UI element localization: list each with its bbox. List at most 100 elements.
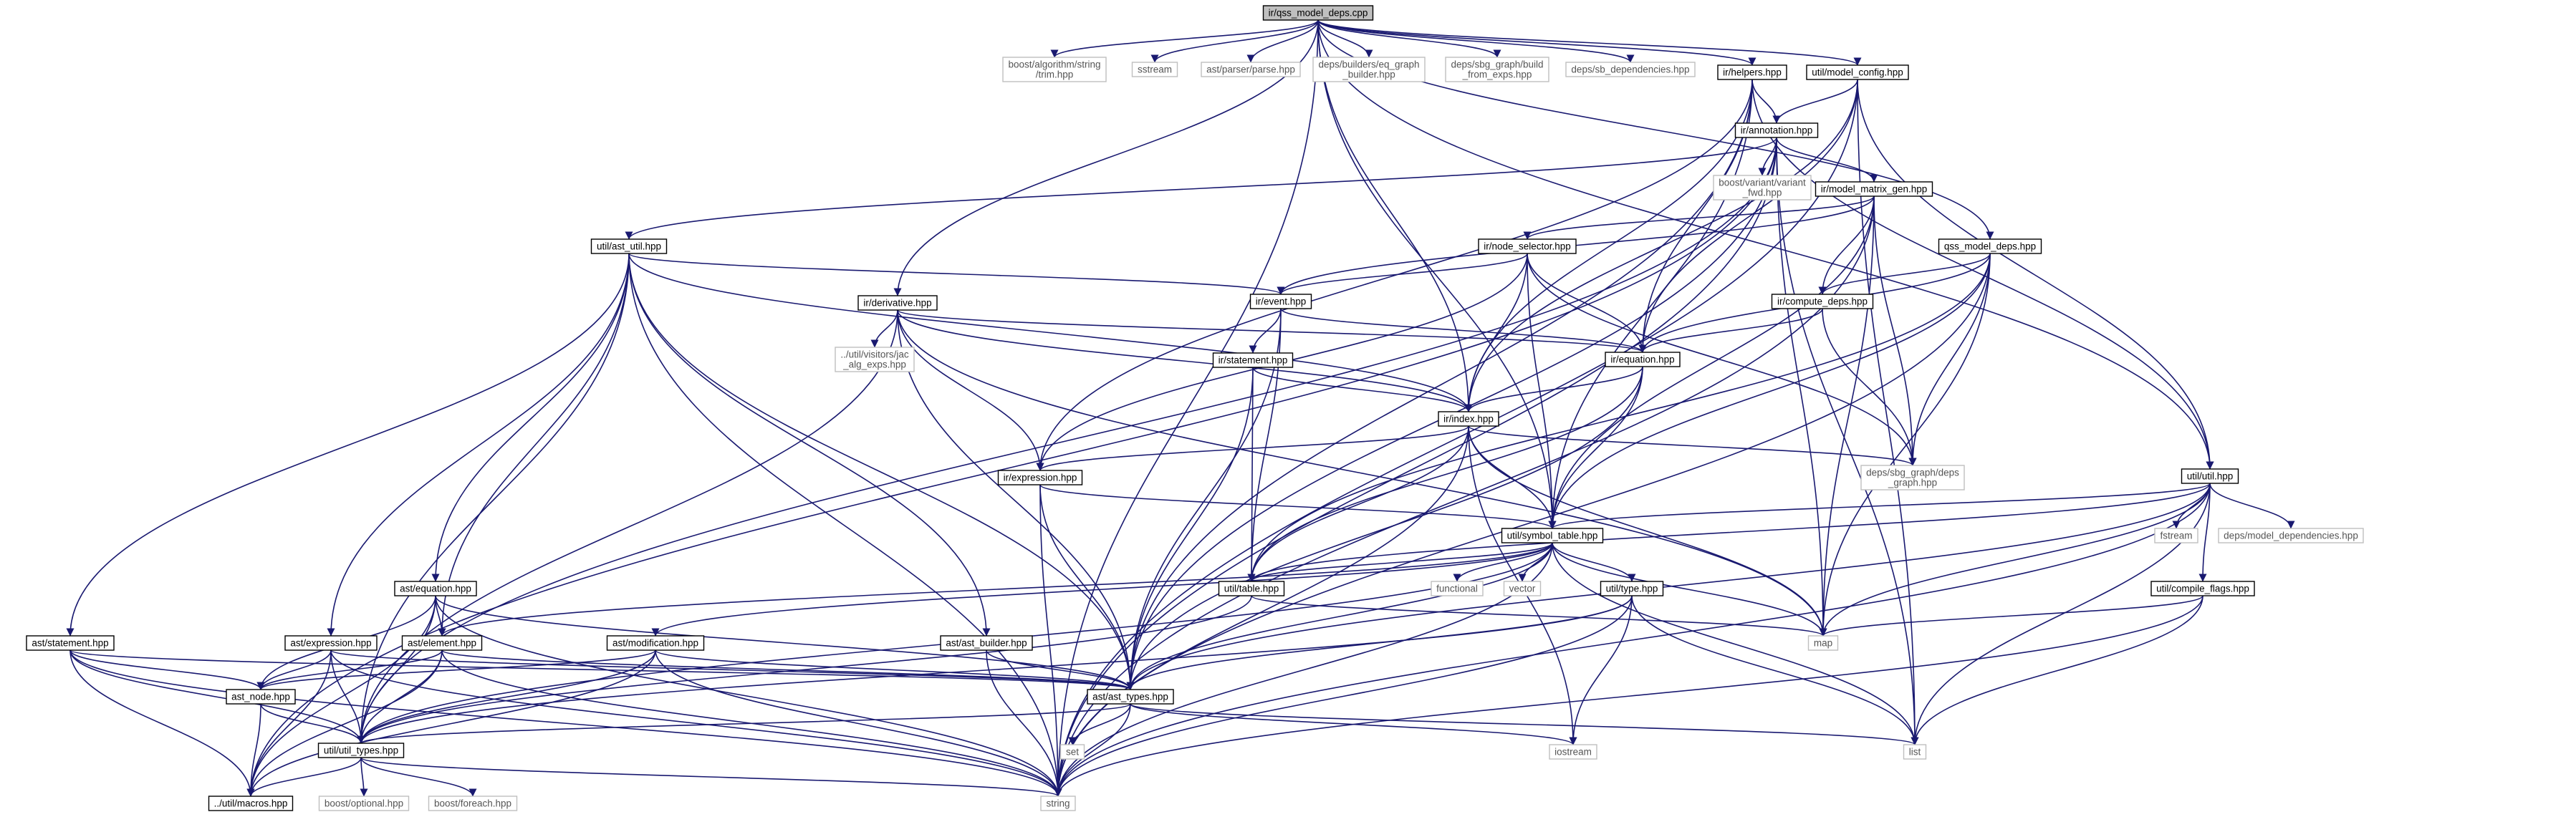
node-equation_ir[interactable]: ir/equation.hpp bbox=[1605, 352, 1681, 367]
node-box-statement_ast[interactable] bbox=[26, 635, 115, 651]
node-typehpp[interactable]: util/type.hpp bbox=[1600, 581, 1664, 596]
node-box-utiltypes[interactable] bbox=[317, 743, 405, 758]
edge-asttypes-to-utiltypes bbox=[357, 703, 1131, 744]
edge-qssdeps-to-symtable bbox=[1548, 253, 1991, 529]
node-label-statement_ir: ir/statement.hpp bbox=[1219, 355, 1288, 366]
node-box-event[interactable] bbox=[1249, 294, 1312, 309]
node-box-nodeselector[interactable] bbox=[1478, 238, 1577, 254]
node-box-index[interactable] bbox=[1438, 411, 1499, 427]
node-computedeps[interactable]: ir/compute_deps.hpp bbox=[1771, 294, 1874, 309]
edge-root-to-eqgraph bbox=[1317, 19, 1373, 58]
node-matrixgen[interactable]: ir/model_matrix_gen.hpp bbox=[1815, 181, 1933, 197]
node-label-helpers: ir/helpers.hpp bbox=[1723, 67, 1782, 78]
node-box-computedeps[interactable] bbox=[1771, 294, 1874, 309]
node-event[interactable]: ir/event.hpp bbox=[1249, 294, 1312, 309]
edge-typehpp-to-string bbox=[1054, 595, 1633, 797]
node-element[interactable]: ast/element.hpp bbox=[401, 635, 483, 651]
node-box-modeldeps bbox=[2218, 528, 2364, 543]
node-index[interactable]: ir/index.hpp bbox=[1438, 411, 1499, 427]
node-label-iostream: iostream bbox=[1554, 747, 1592, 758]
node-root[interactable]: ir/qss_model_deps.cpp bbox=[1262, 5, 1374, 21]
node-box-astbuilder[interactable] bbox=[940, 635, 1033, 651]
edge-computedeps-to-equation_ir bbox=[1638, 308, 1823, 353]
node-equation_ast[interactable]: ast/equation.hpp bbox=[394, 581, 477, 596]
node-box-vector bbox=[1503, 581, 1542, 596]
edge-modification-to-utiltypes bbox=[357, 649, 656, 744]
node-box-annotation[interactable] bbox=[1734, 122, 1819, 138]
node-nodeselector[interactable]: ir/node_selector.hpp bbox=[1478, 238, 1577, 254]
edge-qssdeps-to-sbggraph bbox=[1908, 253, 1991, 466]
edge-statement_ir-to-index bbox=[1252, 367, 1473, 412]
edge-root-to-index bbox=[1317, 19, 1473, 412]
node-macros[interactable]: ../util/macros.hpp bbox=[208, 796, 294, 811]
node-box-equation_ast[interactable] bbox=[394, 581, 477, 596]
edge-modelconfig-to-equation_ir bbox=[1638, 79, 1858, 353]
edge-utiltypes-to-string bbox=[360, 757, 1062, 797]
node-box-astnode[interactable] bbox=[226, 689, 296, 705]
node-box-statement_ir[interactable] bbox=[1212, 352, 1294, 368]
node-box-asttypes[interactable] bbox=[1087, 689, 1174, 705]
node-label-optional: boost/optional.hpp bbox=[325, 798, 403, 809]
node-derivative[interactable]: ir/derivative.hpp bbox=[857, 295, 938, 311]
node-astnode[interactable]: ast_node.hpp bbox=[226, 689, 296, 705]
edge-table-to-map bbox=[1251, 595, 1827, 637]
edge-expression_ir-to-string bbox=[1039, 484, 1062, 797]
edge-symtable-to-map bbox=[1552, 542, 1827, 637]
edge-utilhpp-to-compileflags bbox=[2198, 483, 2211, 582]
node-label-trim: boost/algorithm/string bbox=[1008, 59, 1100, 70]
node-box-element[interactable] bbox=[401, 635, 483, 651]
node-table[interactable]: util/table.hpp bbox=[1218, 581, 1285, 596]
node-box-macros[interactable] bbox=[208, 796, 294, 811]
node-astbuilder[interactable]: ast/ast_builder.hpp bbox=[940, 635, 1033, 651]
node-utilhpp[interactable]: util/util.hpp bbox=[2181, 468, 2239, 484]
edge-table-to-utiltypes bbox=[357, 595, 1252, 744]
node-box-modelconfig[interactable] bbox=[1806, 64, 1909, 80]
edge-index-to-map bbox=[1468, 425, 1827, 637]
node-box-utilhpp[interactable] bbox=[2181, 468, 2239, 484]
node-box-helpers[interactable] bbox=[1717, 64, 1787, 80]
edge-asttypes-to-list bbox=[1130, 703, 1919, 745]
node-label-utiltypes: util/util_types.hpp bbox=[324, 745, 398, 756]
node-box-root[interactable] bbox=[1262, 5, 1374, 21]
node-box-compileflags[interactable] bbox=[2150, 581, 2255, 596]
node-compileflags[interactable]: util/compile_flags.hpp bbox=[2150, 581, 2255, 596]
edge-statement_ast-to-macros bbox=[69, 649, 255, 797]
node-astutil[interactable]: util/ast_util.hpp bbox=[590, 238, 668, 254]
edge-event-to-asttypes bbox=[1126, 308, 1282, 690]
node-box-expression_ast[interactable] bbox=[284, 635, 378, 651]
node-label-symtable: util/symbol_table.hpp bbox=[1507, 531, 1598, 541]
node-box-astutil[interactable] bbox=[590, 238, 668, 254]
node-qssdeps[interactable]: qss_model_deps.hpp bbox=[1938, 238, 2042, 254]
node-modification[interactable]: ast/modification.hpp bbox=[606, 635, 705, 651]
edge-astutil-to-event bbox=[628, 253, 1285, 295]
node-box-qssdeps[interactable] bbox=[1938, 238, 2042, 254]
node-label-nodeselector: ir/node_selector.hpp bbox=[1484, 241, 1571, 252]
node-box-typehpp[interactable] bbox=[1600, 581, 1664, 596]
node-box-table[interactable] bbox=[1218, 581, 1285, 596]
edge-root-to-modelconfig bbox=[1317, 19, 1862, 66]
node-box-expression_ir[interactable] bbox=[997, 470, 1083, 485]
node-expression_ast[interactable]: ast/expression.hpp bbox=[284, 635, 378, 651]
node-label-eqgraph: deps/builders/eq_graph bbox=[1318, 59, 1419, 70]
node-helpers[interactable]: ir/helpers.hpp bbox=[1717, 64, 1787, 80]
node-statement_ir[interactable]: ir/statement.hpp bbox=[1212, 352, 1294, 368]
node-asttypes[interactable]: ast/ast_types.hpp bbox=[1087, 689, 1174, 705]
node-modelconfig[interactable]: util/model_config.hpp bbox=[1806, 64, 1909, 80]
node-box-derivative[interactable] bbox=[857, 295, 938, 311]
edge-helpers-to-asttypes bbox=[1126, 79, 1753, 690]
node-box-symtable[interactable] bbox=[1501, 528, 1604, 543]
node-utiltypes[interactable]: util/util_types.hpp bbox=[317, 743, 405, 758]
edge-annotation-to-astutil bbox=[625, 137, 1777, 240]
node-annotation[interactable]: ir/annotation.hpp bbox=[1734, 122, 1819, 138]
node-box-matrixgen[interactable] bbox=[1815, 181, 1933, 197]
node-box-modification[interactable] bbox=[606, 635, 705, 651]
edge-statement_ast-to-string bbox=[69, 649, 1062, 797]
node-expression_ir[interactable]: ir/expression.hpp bbox=[997, 470, 1083, 485]
node-label-equation_ir: ir/equation.hpp bbox=[1610, 354, 1674, 365]
node-symtable[interactable]: util/symbol_table.hpp bbox=[1501, 528, 1604, 543]
node-box-sbgbuild bbox=[1445, 57, 1549, 82]
edge-index-to-string bbox=[1054, 425, 1469, 797]
edge-matrixgen-to-computedeps bbox=[1818, 195, 1875, 295]
node-box-equation_ir[interactable] bbox=[1605, 352, 1681, 367]
node-statement_ast[interactable]: ast/statement.hpp bbox=[26, 635, 115, 651]
